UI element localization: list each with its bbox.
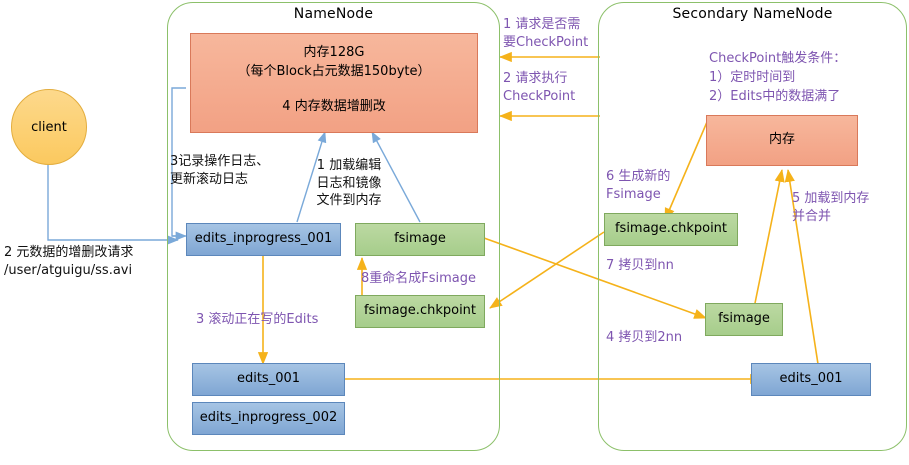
namenode-fsimage-chkpoint-label: fsimage.chkpoint — [363, 303, 477, 319]
secondary-memory-label: 内存 — [768, 132, 795, 148]
namenode-memory-line3: 4 内存数据增删改 — [282, 98, 386, 114]
secondary-memory-box[interactable]: 内存 — [706, 115, 858, 166]
label-checkpoint-trigger-2: 2）Edits中的数据满了 — [709, 89, 841, 104]
label-roll-edits: 3 滚动正在写的Edits — [196, 312, 319, 327]
client-request-label-line2: /user/atguigu/ss.avi — [4, 263, 133, 278]
namenode-container — [167, 2, 500, 451]
namenode-memory-line2: （每个Block占元数据150byte） — [237, 63, 431, 79]
secondary-fsimage[interactable]: fsimage — [705, 303, 783, 336]
client-request-label-line1: 2 元数据的增删改请求 — [4, 245, 134, 260]
namenode-fsimage[interactable]: fsimage — [355, 223, 485, 256]
label-generate-new-fsimage: 6 生成新的 Fsimage — [606, 169, 671, 202]
label-checkpoint-trigger-1: 1）定时时间到 — [709, 70, 796, 85]
namenode-memory-line1: 内存128G — [303, 45, 365, 60]
secondary-fsimage-chkpoint[interactable]: fsimage.chkpoint — [604, 213, 738, 246]
secondary-edits-001[interactable]: edits_001 — [751, 363, 871, 396]
client-node[interactable]: client — [11, 89, 87, 165]
namenode-edits-inprogress-002[interactable]: edits_inprogress_002 — [192, 402, 345, 435]
label-need-checkpoint: 1 请求是否需 要CheckPoint — [503, 17, 589, 50]
secondary-fsimage-chkpoint-label: fsimage.chkpoint — [614, 221, 728, 237]
namenode-fsimage-label: fsimage — [394, 231, 446, 247]
namenode-edits-001[interactable]: edits_001 — [192, 363, 345, 396]
client-label: client — [31, 119, 67, 135]
label-rename-fsimage: 8重命名成Fsimage — [361, 271, 477, 286]
secondary-fsimage-label: fsimage — [718, 311, 770, 327]
namenode-fsimage-chkpoint[interactable]: fsimage.chkpoint — [355, 295, 485, 328]
namenode-title: NameNode — [293, 6, 374, 22]
label-copy-to-2nn: 4 拷贝到2nn — [606, 330, 683, 345]
label-checkpoint-trigger-title: CheckPoint触发条件： — [709, 51, 847, 66]
namenode-edits-inprogress-001-label: edits_inprogress_001 — [194, 231, 333, 247]
secondary-namenode-title: Secondary NameNode — [672, 6, 833, 22]
secondary-edits-001-label: edits_001 — [779, 371, 843, 387]
namenode-edits-001-label: edits_001 — [236, 371, 301, 387]
namenode-edits-inprogress-002-label: edits_inprogress_002 — [199, 410, 338, 426]
label-copy-to-nn: 7 拷贝到nn — [606, 258, 674, 273]
arrow-copy-chkpoint-to-nn — [489, 231, 605, 309]
namenode-memory-box[interactable]: 内存128G （每个Block占元数据150byte） 4 内存数据增删改 — [190, 33, 478, 133]
label-exec-checkpoint: 2 请求执行 CheckPoint — [503, 71, 576, 104]
secondary-namenode-container — [598, 2, 907, 451]
label-log-record: 3记录操作日志、 更新滚动日志 — [170, 154, 270, 187]
namenode-edits-inprogress-001[interactable]: edits_inprogress_001 — [186, 223, 341, 256]
label-load-to-memory: 1 加载编辑 日志和镜像 文件到内存 — [316, 158, 382, 209]
label-load-merge: 5 加载到内存 并合并 — [792, 191, 870, 224]
